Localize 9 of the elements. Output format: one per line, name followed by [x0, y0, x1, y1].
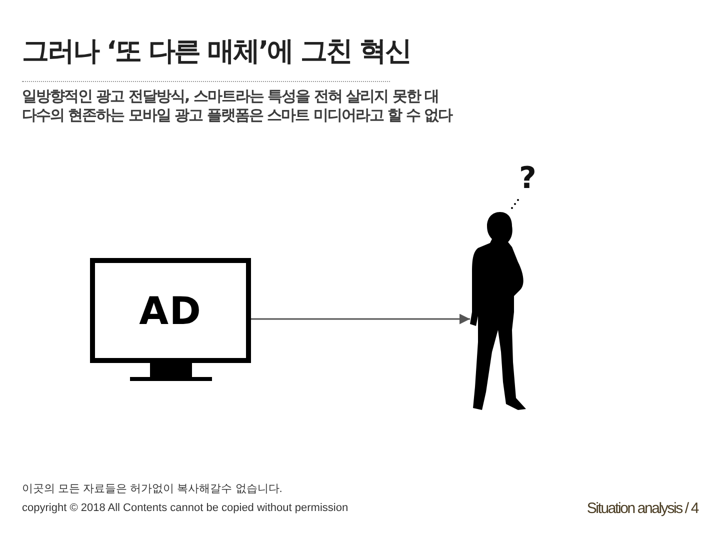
subtitle: 일방향적인 광고 전달방식, 스마트라는 특성을 전혀 살리지 못한 대다수의 현존하는 모바일 광고 플랫폼은 스마트 미디어라고 할 수 없다	[22, 87, 452, 125]
page-footer: Situation analysis / 4	[586, 498, 698, 520]
monitor-screen	[90, 258, 251, 363]
arrow	[251, 314, 470, 324]
title: 그러나 ‘또 다른 매체’에 그친 혁신	[22, 38, 411, 65]
screen-text: AD	[139, 292, 202, 330]
copyright-notice: 이곳의 모든 자료들은 허가없이 복사해갈수 없습니다.	[22, 482, 282, 497]
question-mark: ?	[519, 164, 536, 194]
copyright-notice: copyright © 2018 All Contents cannot be copied without permission	[22, 501, 348, 516]
